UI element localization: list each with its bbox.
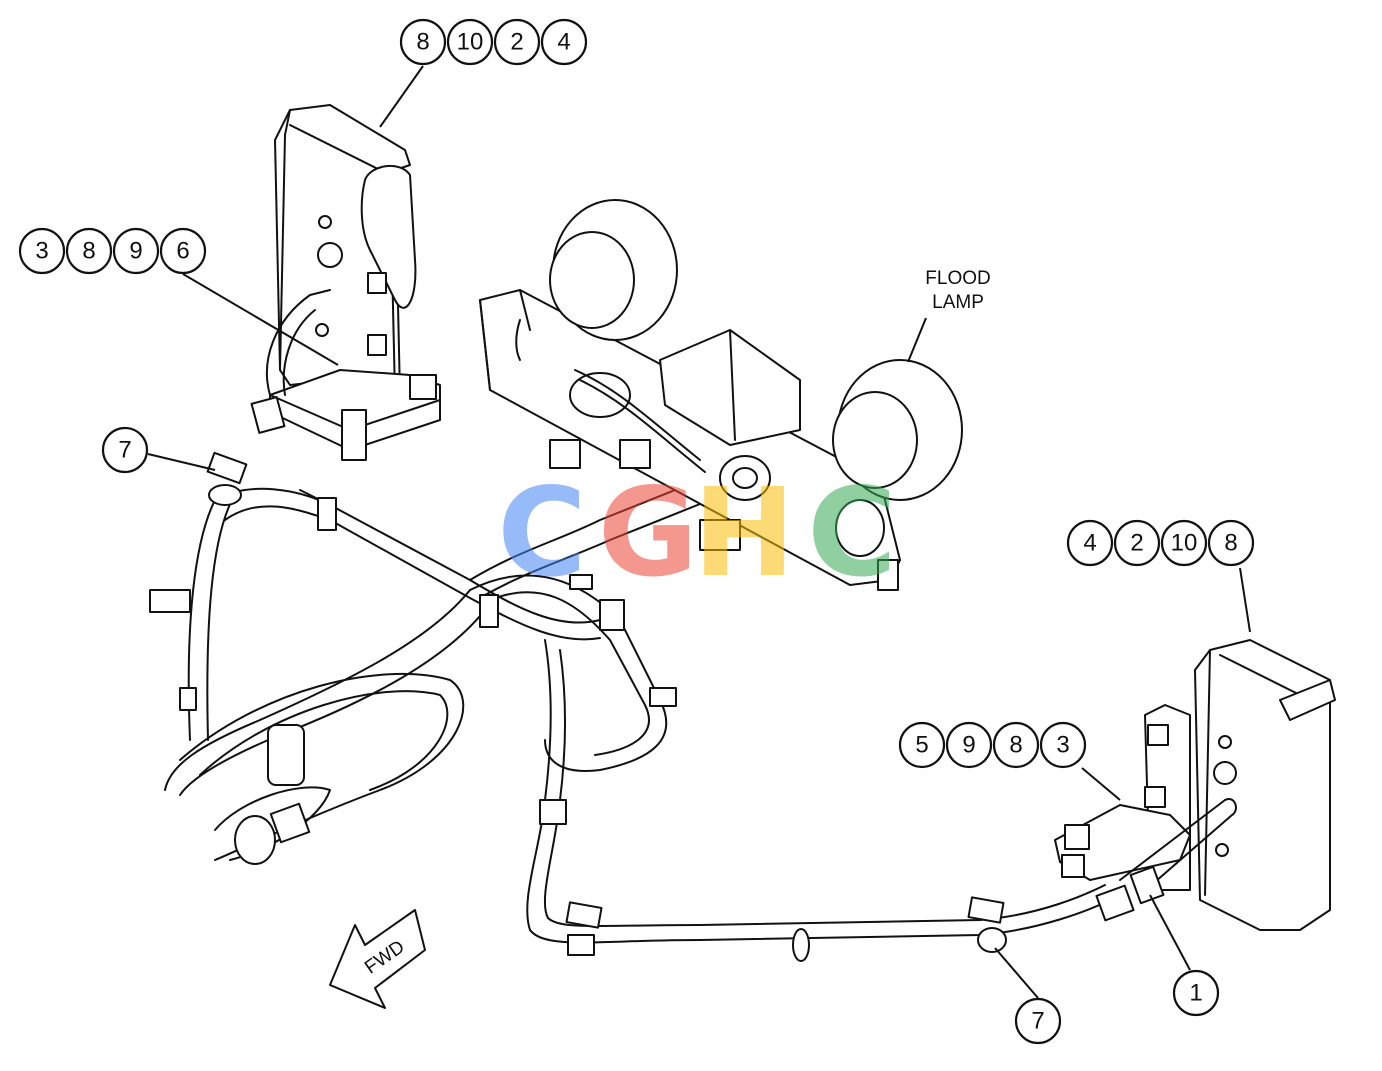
callout-number: 2 — [510, 29, 523, 56]
callout-number: 7 — [118, 437, 131, 464]
left-work-lamp — [250, 104, 441, 461]
flood-lamp-label: FLOOD LAMP — [907, 268, 991, 363]
callout-leaders — [147, 65, 1251, 999]
callout-clip-bottom: 7 — [1014, 997, 1062, 1045]
callout-number: 3 — [35, 238, 48, 265]
flood-lamp-label-line1: FLOOD — [925, 268, 990, 289]
right-work-lamp — [1054, 639, 1336, 931]
callout-number: 5 — [915, 732, 928, 759]
watermark-letter: G — [598, 462, 698, 604]
watermark-letter: H — [693, 462, 795, 604]
callout-group-right-bracket: 5 9 8 3 — [898, 721, 1087, 769]
callout-number: 8 — [416, 29, 429, 56]
wire-harness — [164, 479, 1111, 944]
callout-number: 8 — [82, 238, 95, 265]
callout-number: 4 — [1083, 530, 1096, 557]
callout-number: 8 — [1224, 530, 1237, 557]
harness-clips — [149, 451, 1007, 962]
callout-number: 9 — [129, 238, 142, 265]
flood-lamp-assembly — [479, 199, 963, 591]
fwd-direction-arrow: FWD — [329, 909, 426, 1009]
callout-number: 9 — [962, 732, 975, 759]
callout-number: 6 — [176, 238, 189, 265]
callout-group-top-left-lamp: 8 10 2 4 — [399, 18, 588, 66]
callout-number: 2 — [1130, 530, 1143, 557]
flood-lamp-label-line2: LAMP — [932, 292, 984, 313]
callout-number: 10 — [457, 29, 484, 56]
watermark-letter: C — [497, 462, 587, 604]
callout-number: 1 — [1189, 980, 1202, 1007]
callout-group-left-bracket: 3 8 9 6 — [18, 227, 207, 275]
watermark-letter: C — [807, 462, 897, 604]
watermark-logo: C G H C — [497, 462, 897, 604]
callout-number: 10 — [1171, 530, 1198, 557]
callout-group-right-lamp: 4 2 10 8 — [1066, 519, 1255, 567]
callout-number: 4 — [557, 29, 570, 56]
callout-number: 3 — [1056, 732, 1069, 759]
callout-number: 7 — [1031, 1008, 1044, 1035]
callout-clip-left: 7 — [101, 426, 149, 474]
callout-number: 8 — [1009, 732, 1022, 759]
callout-connector-right: 1 — [1172, 969, 1220, 1017]
